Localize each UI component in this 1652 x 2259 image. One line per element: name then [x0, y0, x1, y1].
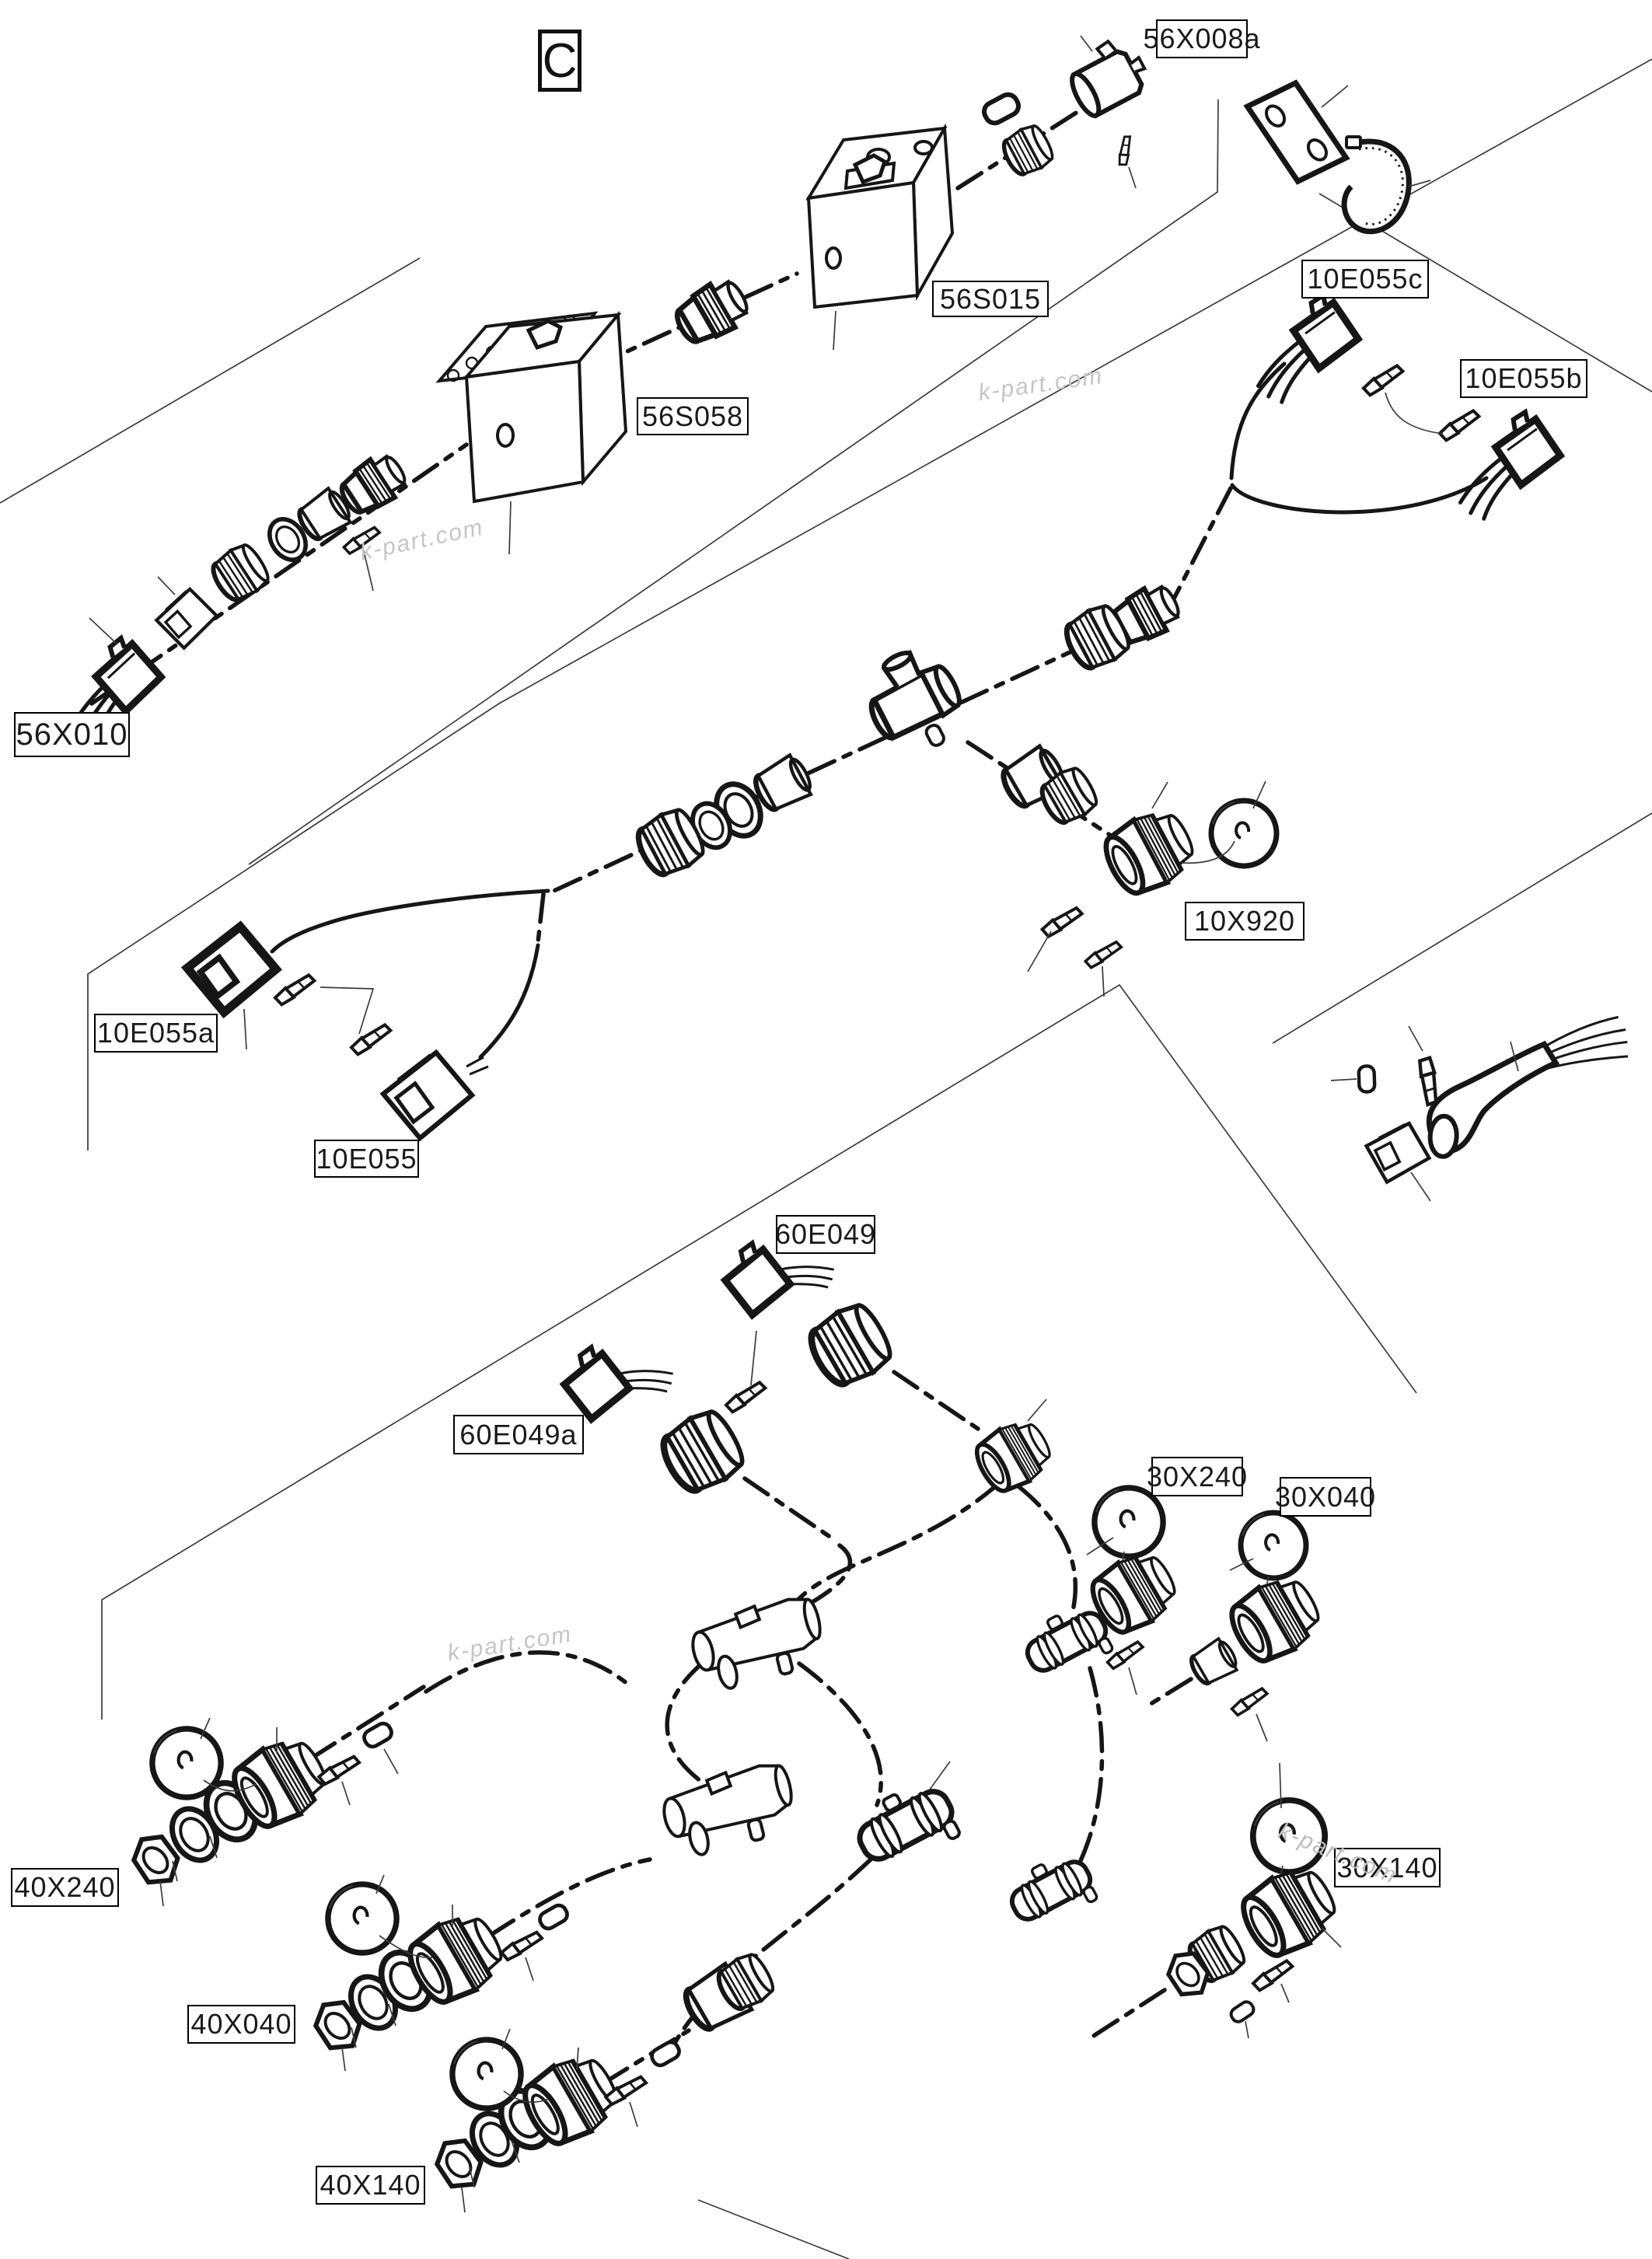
connector-10e055c-drawing — [1235, 290, 1368, 408]
assembly-56x010 — [39, 449, 412, 756]
knurled-nut-drawing — [207, 539, 274, 606]
connector-10e055a-drawing — [181, 920, 282, 1018]
knurled-fitting-drawing — [802, 1297, 898, 1393]
terminal-pin-drawing — [723, 1377, 769, 1416]
part-label-56s015: 56S015 — [932, 281, 1049, 317]
round-connector-10x920-drawing — [1097, 801, 1203, 903]
part-label-10e055: 10E055 — [314, 1140, 419, 1178]
part-label-10e055c: 10E055c — [1301, 260, 1429, 299]
terminal-sleeve-drawing — [1227, 1998, 1258, 2026]
terminal-pin-drawing — [1419, 1057, 1439, 1105]
terminal-pin-drawing — [498, 1928, 545, 1963]
protective-cap-drawing — [452, 2040, 521, 2108]
y-manifold-drawing — [656, 1756, 803, 1863]
ecu-module-56s058 — [435, 310, 628, 555]
valve-cartridge-drawing — [669, 273, 754, 351]
terminal-pin-drawing — [1229, 1685, 1270, 1718]
solenoid-coil-drawing — [1060, 32, 1153, 119]
mating-sleeve-drawing — [1186, 1636, 1241, 1689]
terminal-pin-drawing — [1105, 1638, 1146, 1671]
part-label-30x240: 30X240 — [1147, 1457, 1247, 1496]
ecu-module-56s015 — [805, 123, 955, 351]
inline-cylinder-connector-drawing — [1002, 1847, 1101, 1936]
two-pin-housing-drawing — [1364, 1120, 1432, 1185]
coupler-30x240 — [1084, 1488, 1185, 1695]
terminal-pin-drawing — [272, 970, 318, 1008]
knurled-fitting-drawing — [655, 1404, 750, 1500]
coupler-40x140 — [430, 1950, 778, 2213]
t-junction-drawing — [854, 638, 976, 766]
coupler-40x040 — [309, 1874, 570, 2072]
protective-cap-drawing — [1095, 1488, 1163, 1556]
coupler-40x240 — [127, 1717, 399, 1907]
harness-60e049 — [555, 1214, 1116, 1936]
terminal-pin-drawing — [1360, 361, 1406, 399]
part-label-10x920: 10X920 — [1185, 902, 1304, 941]
terminal-sleeve-drawing — [981, 92, 1022, 127]
part-label-40x140: 40X140 — [316, 2166, 425, 2205]
terminal-pin-drawing — [1039, 903, 1085, 940]
mounting-hardware-top-right — [1245, 75, 1431, 232]
protective-cap-drawing — [328, 1884, 396, 1953]
inline-coupler-drawing — [969, 1412, 1058, 1499]
section-boundary-lines — [0, 58, 1652, 2259]
part-label-10e055a: 10E055a — [94, 1014, 218, 1053]
part-label-30x140: 30X140 — [1334, 1848, 1441, 1887]
terminal-sleeve-drawing — [1359, 1066, 1375, 1092]
protective-cap-drawing — [1241, 1513, 1306, 1578]
part-label-60e049a: 60E049a — [453, 1415, 584, 1454]
connector-housing-drawing — [152, 585, 222, 653]
harness-10e055 — [181, 290, 1570, 1143]
harness-cable-curves — [424, 1481, 1105, 2045]
protective-cap-drawing — [1253, 1800, 1325, 1872]
coupler-30x040 — [1186, 1513, 1329, 1742]
terminal-pin-drawing — [341, 523, 382, 557]
coupler-30x140 — [1162, 1762, 1346, 2039]
part-label-60e049: 60E049 — [775, 1215, 875, 1254]
rubber-boot-drawing — [1409, 1042, 1573, 1164]
terminal-sleeve-drawing — [649, 2040, 682, 2069]
knurled-connector-drawing — [998, 121, 1057, 180]
repair-kit-boot-group — [1330, 1015, 1629, 1202]
terminal-pin-drawing — [1083, 937, 1124, 971]
part-label-56x008a: 56X008a — [1143, 19, 1260, 58]
assembly-56x008a — [981, 32, 1154, 189]
terminal-pin-drawing — [1250, 1956, 1296, 1994]
mounting-plate-drawing — [1245, 75, 1348, 189]
terminal-pin-drawing — [1116, 134, 1133, 167]
part-label-10e055b: 10E055b — [1460, 359, 1587, 398]
part-label-30x040: 30X040 — [1275, 1477, 1375, 1517]
round-coupler-drawing — [1234, 1857, 1346, 1965]
cable-tie-drawing — [1344, 137, 1409, 232]
terminal-pin-drawing — [316, 1752, 362, 1787]
round-coupler-drawing — [1222, 1568, 1329, 1671]
y-manifold-drawing — [685, 1590, 832, 1697]
section-letter-box: C — [538, 30, 582, 92]
connector-10e055-drawing — [377, 1046, 478, 1143]
part-label-56x010: 56X010 — [14, 712, 130, 757]
terminal-pin-drawing — [1437, 406, 1483, 444]
part-label-40x040: 40X040 — [187, 2005, 295, 2044]
protective-cap-drawing — [152, 1729, 221, 1797]
part-label-56s058: 56S058 — [637, 397, 749, 435]
part-label-40x240: 40X240 — [11, 1868, 119, 1907]
terminal-sleeve-drawing — [537, 1903, 570, 1932]
terminal-pin-drawing — [348, 1020, 394, 1058]
